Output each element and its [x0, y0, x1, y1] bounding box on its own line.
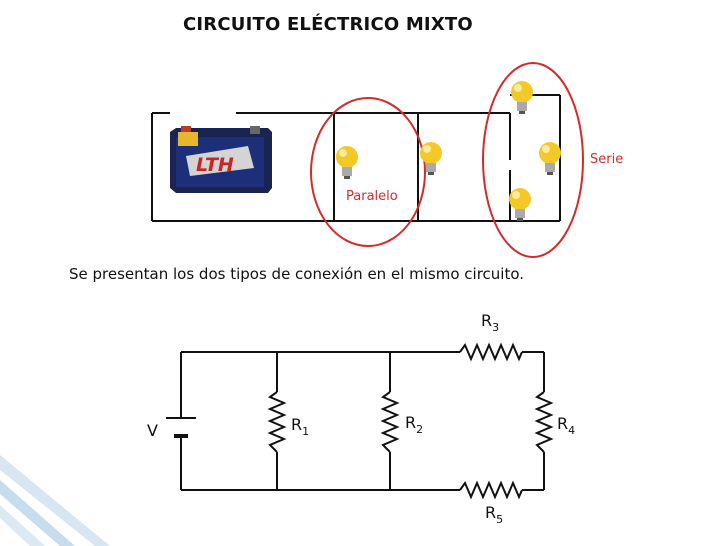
bulb-icon: [420, 142, 442, 175]
decorative-stripes: [0, 455, 110, 546]
bulb-icon: [336, 146, 358, 179]
schematic-circuit: [180, 342, 554, 500]
resistor-label-r5: R5: [485, 503, 503, 526]
bulb-icon: [511, 81, 533, 114]
resistor-label-r4: R4: [557, 414, 575, 437]
serie-label: Serie: [590, 152, 624, 167]
paralelo-label: Paralelo: [346, 189, 398, 204]
resistor-label-r2: R2: [405, 413, 423, 436]
page-title: CIRCUITO ELÉCTRICO MIXTO: [183, 14, 473, 35]
battery-brand: LTH: [196, 154, 234, 176]
resistor-label-r3: R3: [481, 311, 499, 334]
battery-symbol: [166, 417, 196, 438]
bulb-icon: [509, 188, 531, 221]
battery-image: LTH: [170, 126, 272, 193]
description-text: Se presentan los dos tipos de conexión e…: [69, 265, 525, 283]
resistor-label-r1: R1: [291, 415, 309, 438]
bulb-icon: [539, 142, 561, 175]
series-ellipse: [482, 62, 584, 258]
voltage-label: V: [147, 421, 158, 440]
parallel-ellipse: [310, 97, 426, 247]
